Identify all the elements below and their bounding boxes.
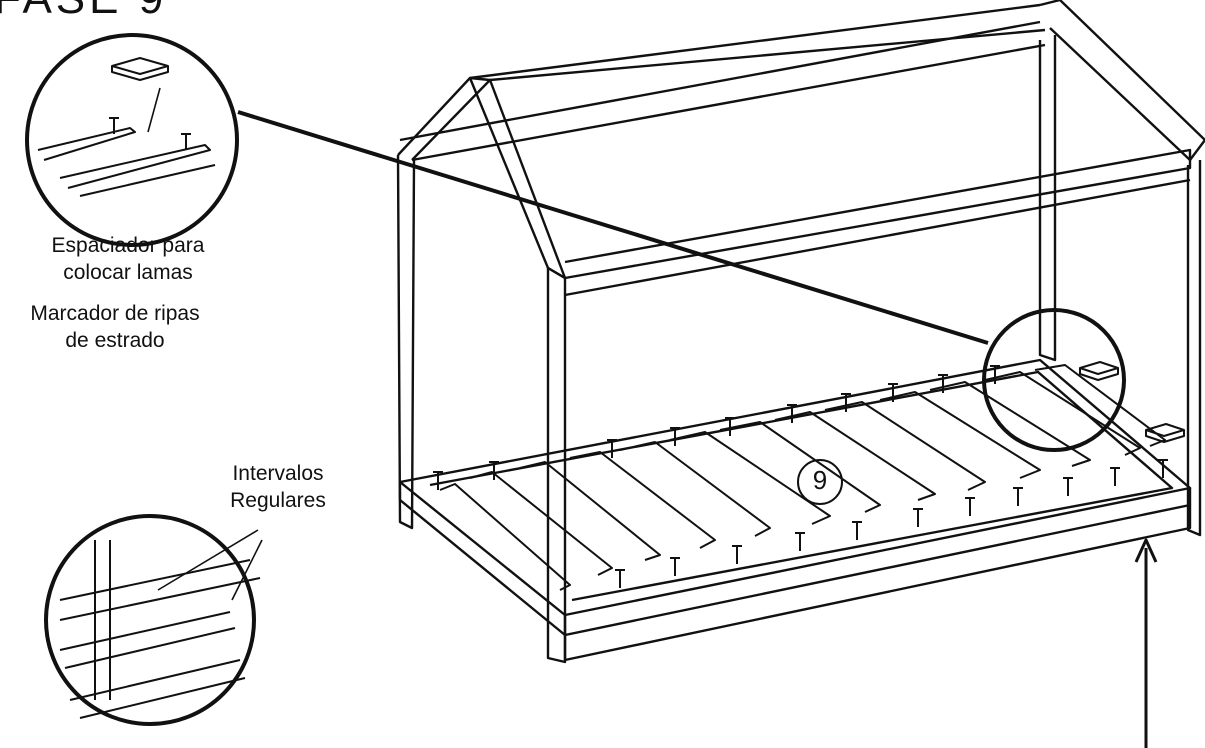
slats xyxy=(439,364,1166,591)
roof-frame xyxy=(397,0,1205,297)
spacer-label: Espaciador para colocar lamas xyxy=(18,232,238,286)
slat-marker-line2: de estrado xyxy=(65,329,165,352)
step-number: 9 xyxy=(812,465,828,495)
spacer-detail-callout xyxy=(25,33,1126,452)
slat-marker-label: Marcador de ripas de estrado xyxy=(0,300,230,354)
screws xyxy=(433,365,1168,588)
intervals-detail-callout xyxy=(44,514,263,726)
intervals-label: Intervalos Regulares xyxy=(218,460,338,514)
spacer-blocks xyxy=(1079,361,1185,443)
slat-marker-line1: Marcador de ripas xyxy=(30,302,200,325)
step-badge xyxy=(797,459,843,505)
intervals-line1: Intervalos xyxy=(232,462,324,485)
spacer-label-line1: Espaciador para xyxy=(51,234,205,257)
posts xyxy=(396,35,1202,664)
spacer-label-line2: colocar lamas xyxy=(63,261,193,284)
intervals-line2: Regulares xyxy=(230,489,326,512)
phase-title: FASE 9 xyxy=(0,0,167,24)
arrow-up-icon xyxy=(1134,538,1158,748)
